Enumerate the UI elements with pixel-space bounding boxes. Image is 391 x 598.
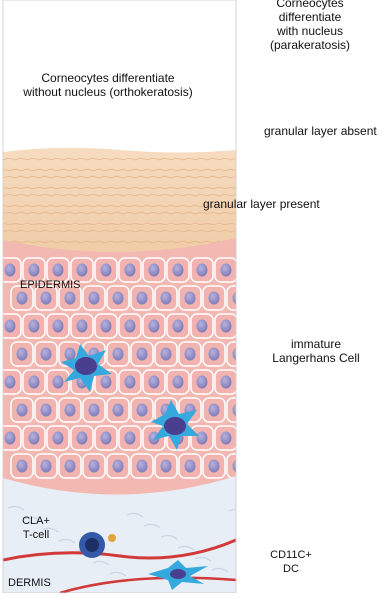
keratinocyte-nucleus (29, 264, 40, 277)
keratinocyte-nucleus (29, 432, 40, 445)
keratinocyte-nucleus (113, 292, 124, 305)
keratinocyte-nucleus (197, 320, 208, 333)
keratinocyte-nucleus (101, 432, 112, 445)
keratinocyte (227, 286, 249, 310)
keratinocyte-nucleus (101, 376, 112, 389)
dermis-label: DERMIS (8, 576, 51, 590)
keratinocyte-nucleus (209, 460, 220, 473)
keratinocyte-nucleus (77, 264, 88, 277)
keratinocyte-nucleus (197, 376, 208, 389)
keratinocyte-nucleus (185, 292, 196, 305)
keratinocyte-nucleus (17, 292, 28, 305)
keratinocyte-nucleus (101, 320, 112, 333)
keratinocyte-nucleus (209, 348, 220, 361)
keratinocyte-nucleus (173, 264, 184, 277)
keratinocyte-nucleus (5, 432, 16, 445)
keratinocyte-nucleus (29, 320, 40, 333)
keratinocyte-nucleus (137, 348, 148, 361)
keratinocyte-nucleus (17, 460, 28, 473)
keratinocyte-nucleus (161, 460, 172, 473)
keratinocyte (227, 398, 249, 422)
keratinocyte-nucleus (89, 404, 100, 417)
keratinocyte-nucleus (77, 432, 88, 445)
keratinocyte-nucleus (197, 264, 208, 277)
keratinocyte-nucleus (53, 320, 64, 333)
orthokeratosis-label: Corneocytes differentiate without nucleu… (8, 71, 208, 99)
keratinocyte (227, 342, 249, 366)
granular-present-label: granular layer present (203, 197, 320, 211)
keratinocyte-nucleus (125, 432, 136, 445)
keratinocyte-nucleus (173, 320, 184, 333)
keratinocyte-nucleus (53, 376, 64, 389)
keratinocyte-nucleus (221, 320, 232, 333)
keratinocyte-nucleus (101, 264, 112, 277)
keratinocyte-nucleus (197, 432, 208, 445)
keratinocyte-nucleus (161, 348, 172, 361)
keratinocyte-nucleus (137, 404, 148, 417)
keratinocyte-nucleus (185, 460, 196, 473)
keratinocyte-nucleus (233, 292, 244, 305)
keratinocyte-nucleus (29, 376, 40, 389)
keratinocyte-nucleus (233, 404, 244, 417)
langerhans-label: immature Langerhans Cell (266, 337, 366, 365)
keratinocyte-nucleus (65, 292, 76, 305)
keratinocyte (227, 454, 249, 478)
keratinocyte-nucleus (113, 404, 124, 417)
keratinocyte-nucleus (209, 404, 220, 417)
keratinocyte-nucleus (5, 264, 16, 277)
keratinocyte-nucleus (113, 460, 124, 473)
epidermis-label: EPIDERMIS (20, 278, 81, 292)
keratinocyte-nucleus (17, 348, 28, 361)
keratinocyte-nucleus (149, 376, 160, 389)
dc-label: CD11C+ DC (256, 548, 326, 576)
keratinocyte-nucleus (5, 376, 16, 389)
granular-absent-label: granular layer absent (264, 124, 377, 138)
keratinocyte-nucleus (125, 376, 136, 389)
keratinocyte-nucleus (5, 320, 16, 333)
keratinocyte-nucleus (113, 348, 124, 361)
keratinocyte-nucleus (77, 320, 88, 333)
parakeratosis-label: Corneocytes differentiate with nucleus (… (255, 0, 365, 52)
keratinocyte-nucleus (53, 264, 64, 277)
keratinocyte-nucleus (209, 292, 220, 305)
keratinocyte-nucleus (41, 348, 52, 361)
keratinocyte-nucleus (125, 320, 136, 333)
keratinocyte-nucleus (137, 460, 148, 473)
keratinocyte-nucleus (65, 460, 76, 473)
keratinocyte-nucleus (149, 264, 160, 277)
keratinocyte-nucleus (185, 348, 196, 361)
tcell-label: CLA+ T-cell (16, 514, 56, 542)
keratinocyte-nucleus (221, 432, 232, 445)
keratinocyte-nucleus (173, 376, 184, 389)
keratinocyte-nucleus (41, 292, 52, 305)
keratinocyte-nucleus (221, 264, 232, 277)
keratinocyte-nucleus (89, 460, 100, 473)
keratinocyte-nucleus (17, 404, 28, 417)
keratinocyte-nucleus (41, 460, 52, 473)
keratinocyte-nucleus (233, 460, 244, 473)
keratinocyte-nucleus (41, 404, 52, 417)
keratinocyte-nucleus (149, 320, 160, 333)
keratinocyte-nucleus (125, 264, 136, 277)
keratinocyte-nucleus (65, 404, 76, 417)
keratinocyte-nucleus (137, 292, 148, 305)
keratinocyte-nucleus (161, 292, 172, 305)
keratinocyte-nucleus (65, 348, 76, 361)
keratinocyte-nucleus (89, 292, 100, 305)
keratinocyte-nucleus (53, 432, 64, 445)
keratinocyte-nucleus (221, 376, 232, 389)
keratinocyte-nucleus (233, 348, 244, 361)
